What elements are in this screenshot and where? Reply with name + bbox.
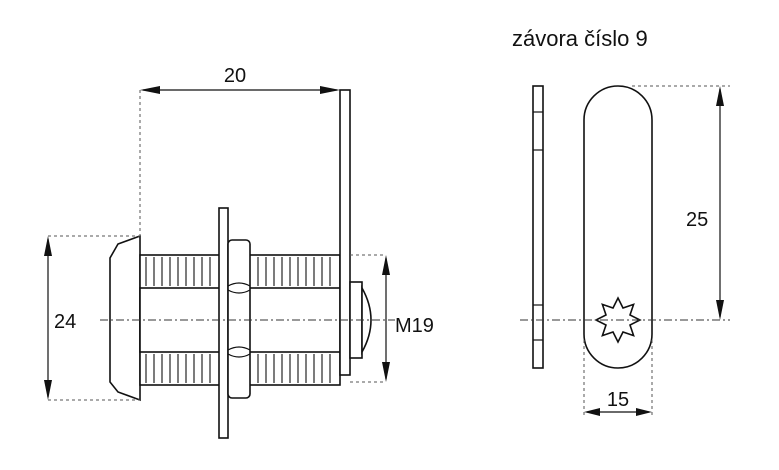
lock-head (109, 234, 141, 402)
hex-nut (227, 239, 251, 399)
dim-label-15: 15 (607, 389, 629, 411)
dim-label-m19: M19 (395, 315, 434, 337)
cam-bar-front-view (583, 85, 653, 369)
cam-bar-views: závora číslo 9 25 15 (512, 26, 730, 416)
dim-label-24: 24 (54, 311, 76, 333)
upper-thread (145, 257, 331, 286)
spindle-dome (361, 284, 372, 356)
lower-thread (145, 354, 331, 383)
washer-plate (218, 207, 229, 439)
drawing-title: závora číslo 9 (512, 26, 648, 51)
dim-label-25: 25 (686, 209, 708, 231)
cam-bar-edge-view (532, 85, 544, 369)
cam-lock-side-view: 20 24 M19 (44, 65, 434, 439)
dim-label-20: 20 (224, 65, 246, 87)
cam-plate (339, 89, 351, 376)
